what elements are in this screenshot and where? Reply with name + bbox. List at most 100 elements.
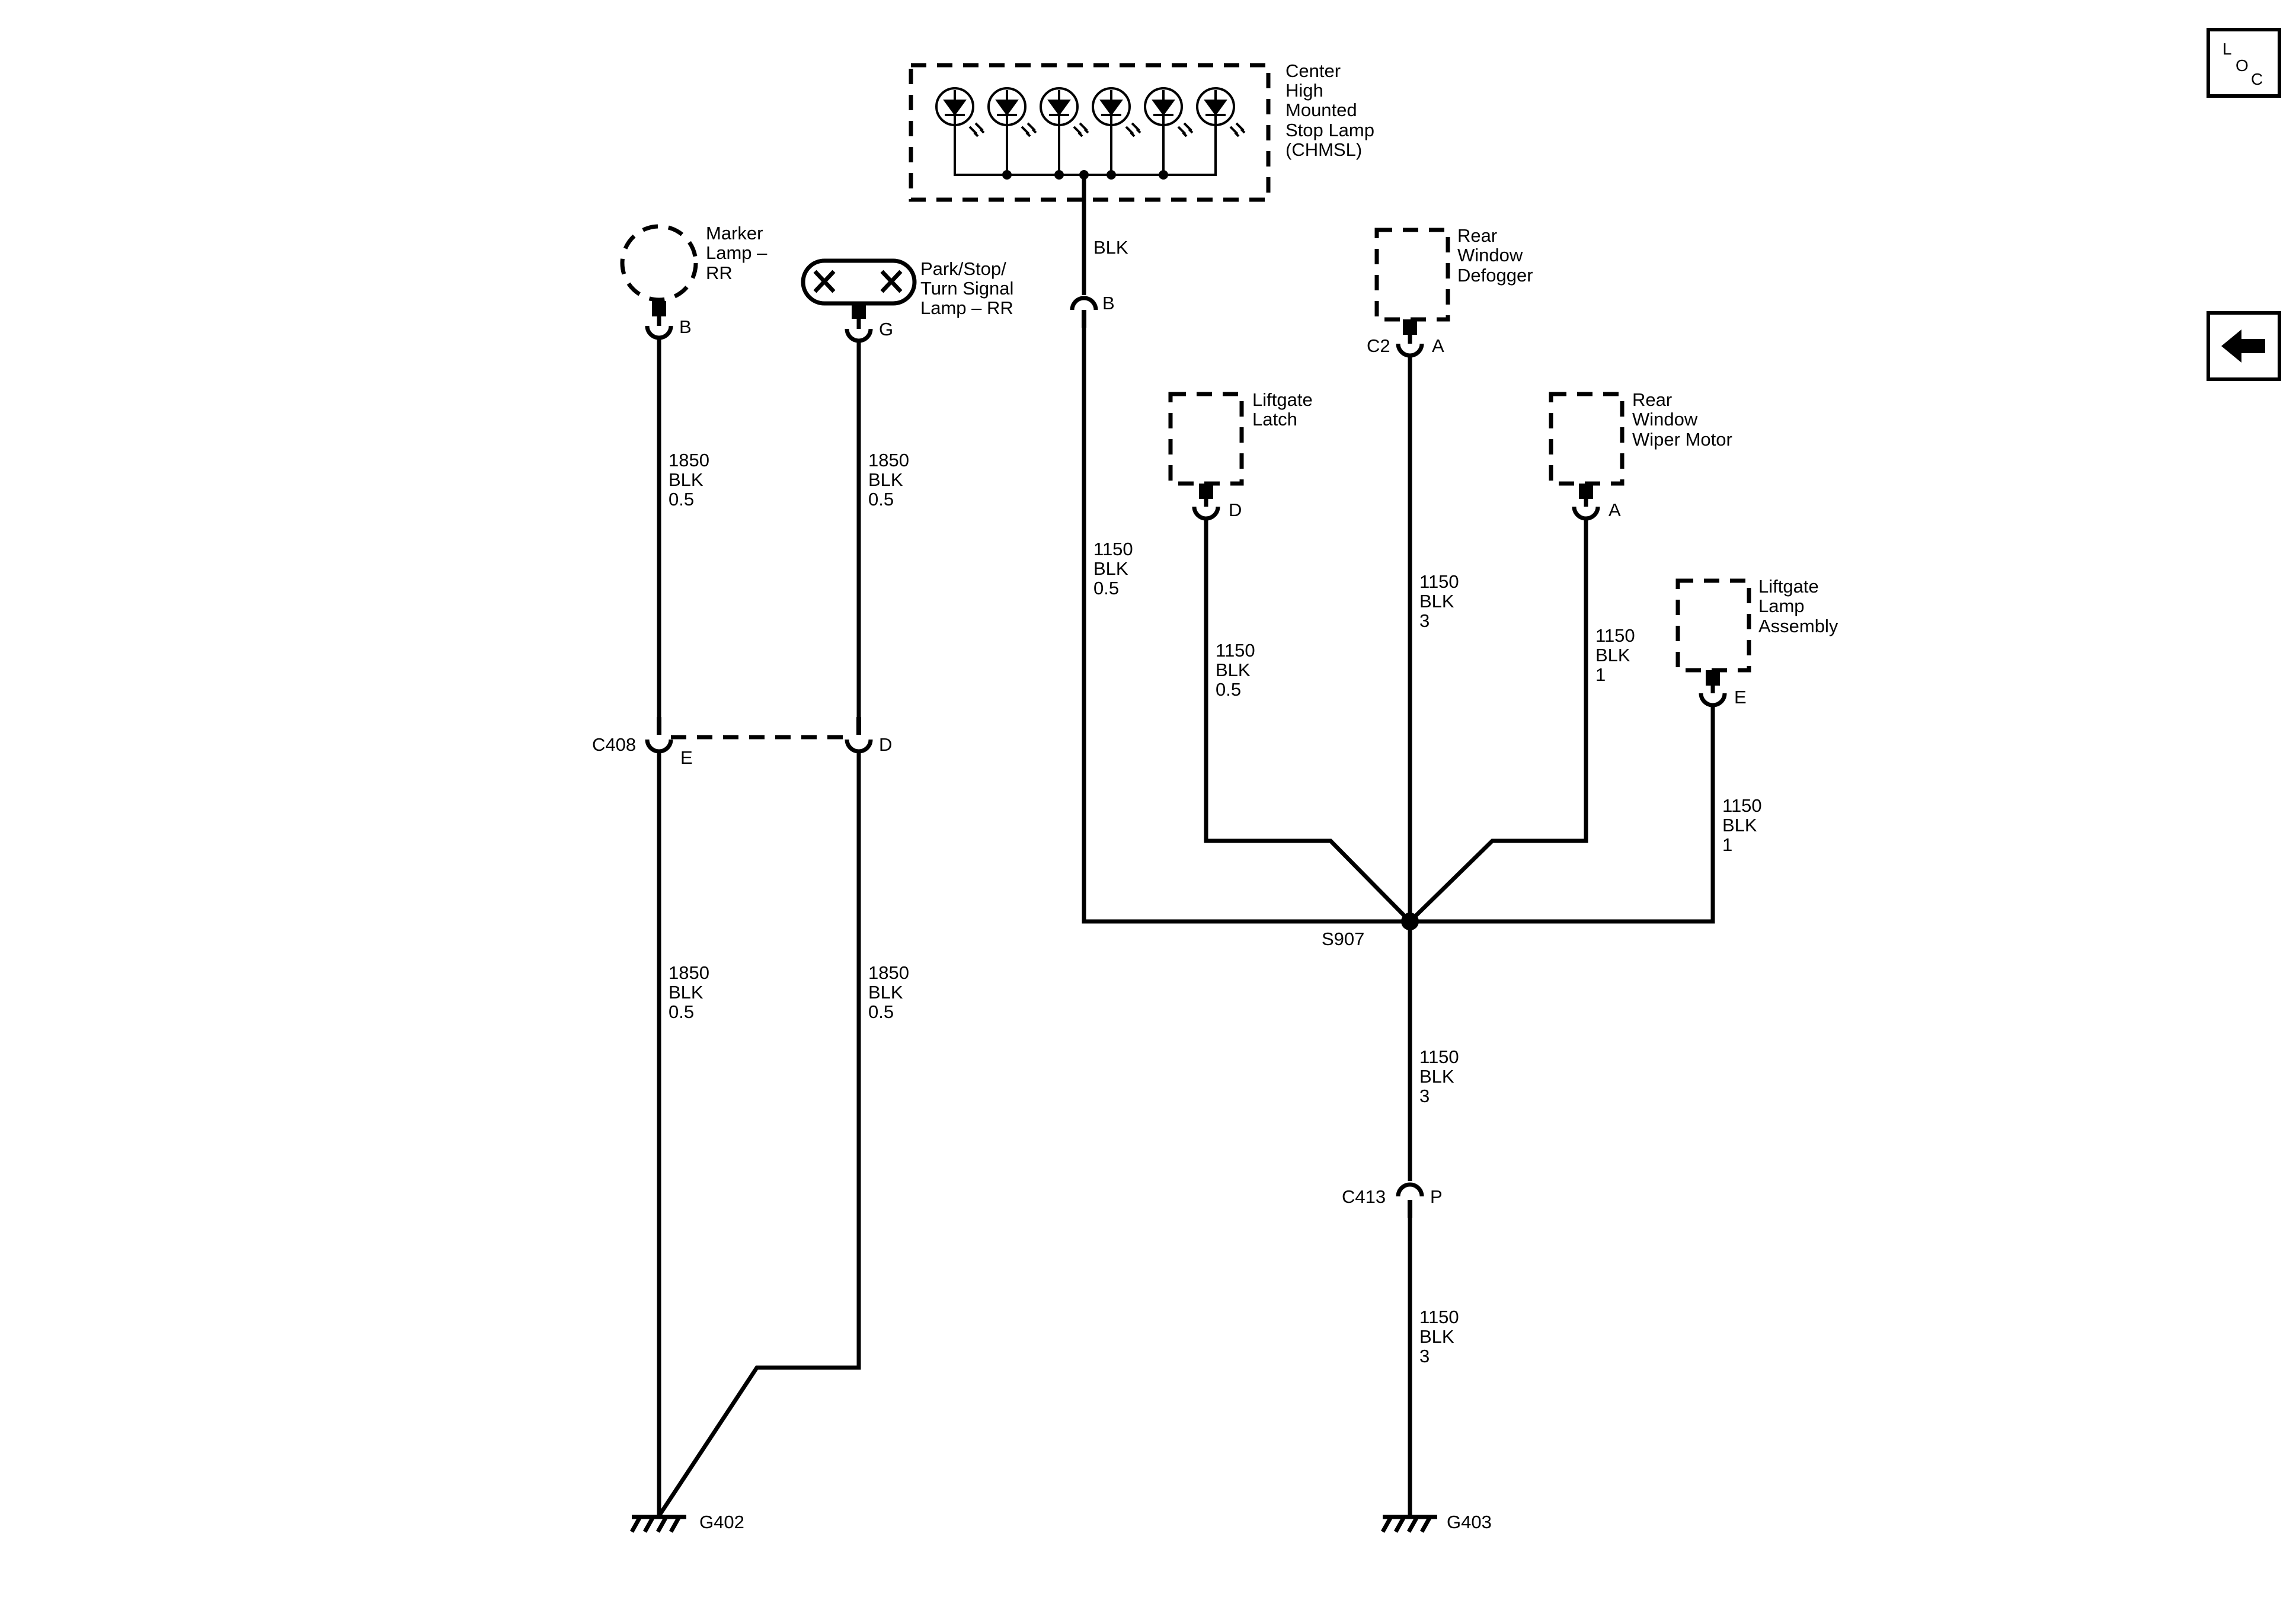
wiper-motor-wire [1408,518,1588,923]
marker-lamp-label-line1: Marker [706,223,763,244]
left-arrow-icon [2221,329,2265,363]
c413-pin-label: P [1430,1186,1443,1207]
lamp-assy-wire-gauge: 1 [1722,834,1732,855]
park-lamp-label-line2: Turn Signal [920,278,1013,299]
park-upper-gauge: 0.5 [868,489,894,510]
park-upper-color: BLK [868,469,903,490]
marker-lower-circuit: 1850 [669,962,709,983]
park-lamp-pin-label: G [879,319,893,340]
ground-g403: G403 [1380,1512,1492,1533]
s907-label: S907 [1322,929,1364,949]
liftgate-latch-pin-label: D [1229,500,1242,520]
chmsl-label-line1: Center [1285,60,1341,81]
defogger-box [1374,228,1450,322]
loc-letter-l: L [2223,40,2232,58]
liftgate-latch-label-line2: Latch [1252,409,1297,430]
wiper-wire-color: BLK [1595,645,1630,665]
latch-wire-gauge: 0.5 [1216,679,1241,700]
chmsl-wire-color: BLK [1093,237,1128,258]
wiper-motor-pin-label: A [1609,500,1621,520]
back-button[interactable] [2207,311,2281,381]
marker-lamp-label-line2: Lamp – [706,242,768,263]
park-stop-turn-lamp-component: Park/Stop/ Turn Signal Lamp – RR G [801,258,1013,343]
ground-g402: G402 [629,1512,744,1533]
liftgate-lamp-box [1675,578,1751,673]
liftgate-lamp-wire [1410,705,1715,924]
liftgate-latch-label-line1: Liftgate [1252,389,1313,410]
marker-upper-color: BLK [669,469,703,490]
chmsl-ground-wire [1082,328,1410,924]
marker-upper-circuit: 1850 [669,450,709,470]
marker-lamp-icon [620,224,698,302]
liftgate-latch-component: Liftgate Latch D [1168,389,1313,521]
c408-pin-e: E [680,747,693,768]
liftgate-lamp-label-line1: Liftgate [1758,576,1819,597]
lamp-assy-wire-color: BLK [1722,815,1757,836]
splice-down-gauge: 3 [1419,1086,1430,1106]
loc-button[interactable]: L O C [2207,28,2281,98]
liftgate-lamp-label-line3: Assembly [1758,616,1838,636]
latch-wire-circuit: 1150 [1216,640,1255,661]
defogger-label-line1: Rear [1457,225,1497,246]
chmsl-label-line3: Mounted [1285,100,1357,120]
wiper-wire-circuit: 1150 [1595,625,1635,646]
marker-lower-gauge: 0.5 [669,1001,694,1022]
wiper-motor-label-line2: Window [1632,409,1698,430]
defogger-wire-gauge: 3 [1419,610,1430,631]
defogger-wire-color: BLK [1419,591,1454,612]
liftgate-lamp-label-line2: Lamp [1758,596,1805,616]
marker-lamp-component: Marker Lamp – RR B [620,223,768,340]
chmsl-component: Center High Mounted Stop Lamp (CHMSL) [909,60,1374,202]
latch-wire-color: BLK [1216,660,1251,680]
park-lower-gauge: 0.5 [868,1001,894,1022]
marker-lamp-pin-label: B [679,316,692,337]
g403-wire-color: BLK [1419,1326,1454,1347]
defogger-component: Rear Window Defogger C2 A [1367,225,1533,358]
defogger-wire-circuit: 1150 [1419,571,1459,592]
chmsl-wire-gauge: 0.5 [1093,578,1119,598]
park-lower-color: BLK [868,982,903,1003]
c413-label: C413 [1342,1186,1386,1207]
c413-connector: C413 P [1342,1182,1443,1218]
chmsl-box [909,63,1271,202]
park-lamp-label-line1: Park/Stop/ [920,258,1006,279]
led-icon [935,87,1235,126]
chmsl-label-line5: (CHMSL) [1285,139,1362,160]
splice-down-color: BLK [1419,1066,1454,1087]
defogger-label-line2: Window [1457,245,1523,265]
chmsl-wire-color-label: BLK [1093,558,1128,579]
park-wire-lower [657,751,861,1517]
loc-letter-c: C [2251,70,2263,88]
chmsl-connector-pin [1070,296,1098,328]
splice-down-circuit: 1150 [1419,1046,1459,1067]
wiper-motor-component: Rear Window Wiper Motor A [1549,389,1732,521]
wiper-wire-gauge: 1 [1595,664,1606,685]
liftgate-lamp-assembly-component: Liftgate Lamp Assembly E [1675,576,1838,708]
light-emission-icon [968,122,1246,137]
defogger-pin-label: A [1432,335,1444,356]
g403-wire-circuit: 1150 [1419,1307,1459,1327]
liftgate-latch-box [1168,392,1244,486]
park-lamp-label-line3: Lamp – RR [920,297,1013,318]
marker-upper-gauge: 0.5 [669,489,694,510]
g403-wire-gauge: 3 [1419,1346,1430,1366]
c408-label: C408 [592,734,636,755]
wiper-motor-label-line1: Rear [1632,389,1672,410]
chmsl-pin-label: B [1102,293,1115,313]
liftgate-lamp-pin-label: E [1734,687,1747,708]
g403-label: G403 [1447,1512,1492,1532]
park-upper-circuit: 1850 [868,450,909,470]
chmsl-wire-circuit: 1150 [1093,539,1133,559]
c408-pin-d: D [879,734,892,755]
wiper-motor-box [1549,392,1625,486]
lamp-assy-wire-circuit: 1150 [1722,795,1762,816]
chmsl-led-array [935,87,1246,180]
liftgate-latch-wire [1204,518,1412,923]
c408-connector: C408 E D [592,717,892,768]
g402-label: G402 [699,1512,744,1532]
wiper-motor-label-line3: Wiper Motor [1632,429,1732,450]
marker-lower-color: BLK [669,982,703,1003]
defogger-connector-label: C2 [1367,335,1390,356]
defogger-label-line3: Defogger [1457,265,1533,286]
